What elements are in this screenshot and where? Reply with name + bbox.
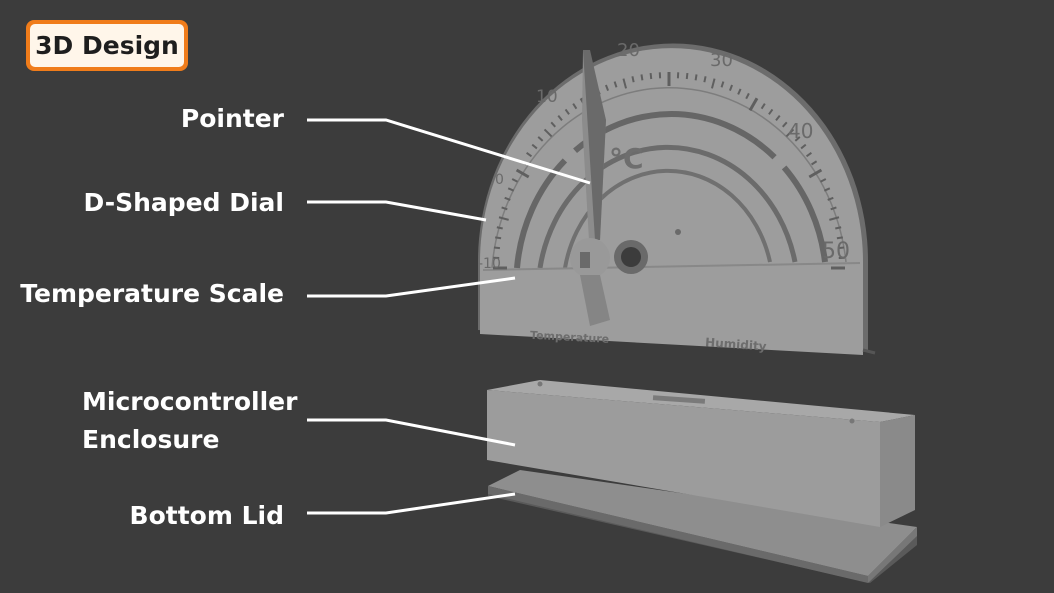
unit-symbol: °C [609,142,644,175]
tick-label-50: 50 [822,239,850,264]
dial-tick [794,136,801,142]
dial-label-temperature: Temperature [530,329,610,346]
dial-tick [837,246,845,250]
dial-tick [760,103,766,110]
dial-tick [531,143,538,150]
dial-tick [515,168,530,179]
dial-tick [604,84,610,91]
dial-tick [768,108,774,115]
pointer-needle [570,50,610,326]
dial-tick [820,178,827,183]
dial-tick [496,226,503,230]
dial-tick [504,196,511,201]
dial-tick [613,81,618,88]
dial-tick [800,143,807,150]
label-dial: D-Shaped Dial [83,188,284,217]
callout-line-pointer [307,118,591,185]
dial-tick [710,78,716,89]
label-enclosure-line1: Microcontroller [82,387,298,416]
dial-tick [649,72,653,80]
dial-tick [827,196,834,201]
section-badge-label: 3D Design [30,24,184,67]
bottom-lid-model [488,470,917,583]
dial-tick [498,216,509,221]
callout-line-dial [307,200,487,222]
dial-tick [543,128,553,138]
dial-tick [737,88,742,95]
dial-tick [572,103,578,110]
dial-tick [720,81,725,88]
dial-tick [829,216,840,221]
callout-lines [307,118,591,515]
dial-tick [785,128,795,138]
tick-label-10: 10 [536,87,558,107]
dial-tick-marks [493,72,845,270]
dial-tick [808,168,823,179]
dial-tick [748,97,759,112]
callout-line-scale [307,276,516,298]
label-enclosure-line2: Enclosure [82,425,220,454]
dial-tick [564,108,570,115]
tick-label-40: 40 [788,119,813,143]
dial-tick [823,187,831,192]
dial-tick [805,151,812,158]
tick-label-20: 20 [617,40,640,61]
dial-tick [694,74,698,81]
dial-tick [835,226,842,230]
callout-line-enclosure [307,418,516,447]
dial-tick [811,160,818,166]
callout-line-lid [307,492,516,515]
label-scale: Temperature Scale [20,279,284,308]
dial-tick [537,136,544,142]
dial-model: -10 0 10 20 30 40 50 °C Temperature Humi… [478,40,876,355]
dial-tick [728,84,734,91]
dial-tick [775,115,781,121]
dial-tick [495,236,502,240]
dial-tick [703,76,707,83]
dial-tick [501,206,508,211]
label-pointer: Pointer [180,104,284,133]
label-enclosure: Microcontroller Enclosure [82,383,297,459]
dial-tick [550,121,556,128]
dial-tick [836,236,843,240]
dial-tick [511,178,518,183]
dial-tick [640,74,644,81]
tick-label-0: 0 [495,172,504,188]
dial-tick [830,206,837,211]
dial-tick [745,92,750,100]
dial-label-humidity: Humidity [705,335,767,353]
dial-tick [493,246,501,250]
label-lid: Bottom Lid [129,501,284,530]
dial-tick [557,115,563,121]
tick-label-30: 30 [710,50,733,71]
dial-tick [631,76,635,83]
dial-tick [782,121,788,128]
dial-tick [507,187,515,192]
dial-tick [622,78,628,89]
dial-tick [526,151,533,158]
tick-label-neg10: -10 [478,256,501,272]
dial-tick [685,72,689,80]
enclosure-model [487,380,915,527]
section-badge: 3D Design [26,20,188,71]
